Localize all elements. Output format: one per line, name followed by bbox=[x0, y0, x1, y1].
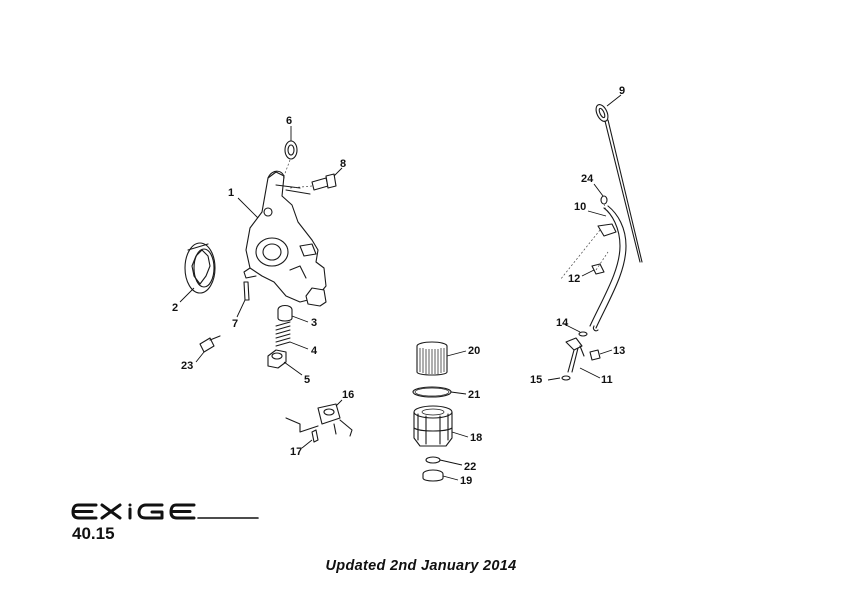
callout-19: 19 bbox=[460, 475, 472, 487]
callout-9: 9 bbox=[619, 85, 625, 97]
bolt-12 bbox=[591, 263, 605, 275]
bolt-8 bbox=[311, 173, 337, 191]
callout-22: 22 bbox=[464, 461, 476, 473]
callout-11: 11 bbox=[601, 374, 613, 386]
callout-14: 14 bbox=[556, 317, 569, 329]
pump-rotor bbox=[184, 242, 216, 294]
assembly-lines bbox=[283, 159, 609, 281]
exige-logo bbox=[71, 503, 259, 520]
callout-18: 18 bbox=[470, 432, 482, 444]
oil-pump-body bbox=[243, 170, 327, 307]
dipstick-tube bbox=[589, 205, 627, 332]
callout-6: 6 bbox=[286, 115, 292, 127]
callout-16: 16 bbox=[342, 389, 354, 401]
o-ring-21 bbox=[412, 386, 452, 398]
pressure-sensor bbox=[199, 335, 221, 353]
callout-5: 5 bbox=[304, 374, 310, 386]
o-ring-22 bbox=[425, 456, 441, 464]
callout-15: 15 bbox=[530, 374, 542, 386]
relief-valve-assembly bbox=[267, 304, 293, 369]
lower-tube bbox=[565, 337, 585, 373]
footer-update-note: Updated 2nd January 2014 bbox=[325, 558, 517, 574]
callout-12: 12 bbox=[568, 273, 580, 285]
filter-housing bbox=[413, 405, 453, 447]
callout-2: 2 bbox=[172, 302, 178, 314]
callout-labels: 1 2 3 4 5 6 7 8 9 10 11 12 13 14 15 16 1… bbox=[172, 85, 625, 487]
leader-lines bbox=[179, 94, 622, 481]
callout-10: 10 bbox=[574, 201, 586, 213]
callout-23: 23 bbox=[181, 360, 193, 372]
page-number: 40.15 bbox=[72, 524, 115, 543]
tube-cap bbox=[600, 195, 608, 205]
callout-3: 3 bbox=[311, 317, 317, 329]
callout-20: 20 bbox=[468, 345, 480, 357]
oil-filter-element bbox=[416, 341, 448, 376]
callout-7: 7 bbox=[232, 318, 238, 330]
callout-8: 8 bbox=[340, 158, 346, 170]
bolt-13 bbox=[589, 349, 601, 361]
o-ring-15 bbox=[561, 375, 571, 381]
cooler-bracket bbox=[285, 403, 353, 437]
callout-24: 24 bbox=[581, 173, 594, 185]
seal-ring bbox=[284, 140, 298, 160]
callout-4: 4 bbox=[311, 345, 318, 357]
callout-1: 1 bbox=[228, 187, 234, 199]
dipstick bbox=[595, 104, 643, 263]
bolt-17 bbox=[311, 429, 319, 443]
callout-13: 13 bbox=[613, 345, 625, 357]
o-ring-14 bbox=[578, 331, 588, 337]
callout-21: 21 bbox=[468, 389, 480, 401]
callout-17: 17 bbox=[290, 446, 302, 458]
dowel-pin bbox=[243, 281, 250, 301]
drain-plug bbox=[422, 469, 444, 482]
